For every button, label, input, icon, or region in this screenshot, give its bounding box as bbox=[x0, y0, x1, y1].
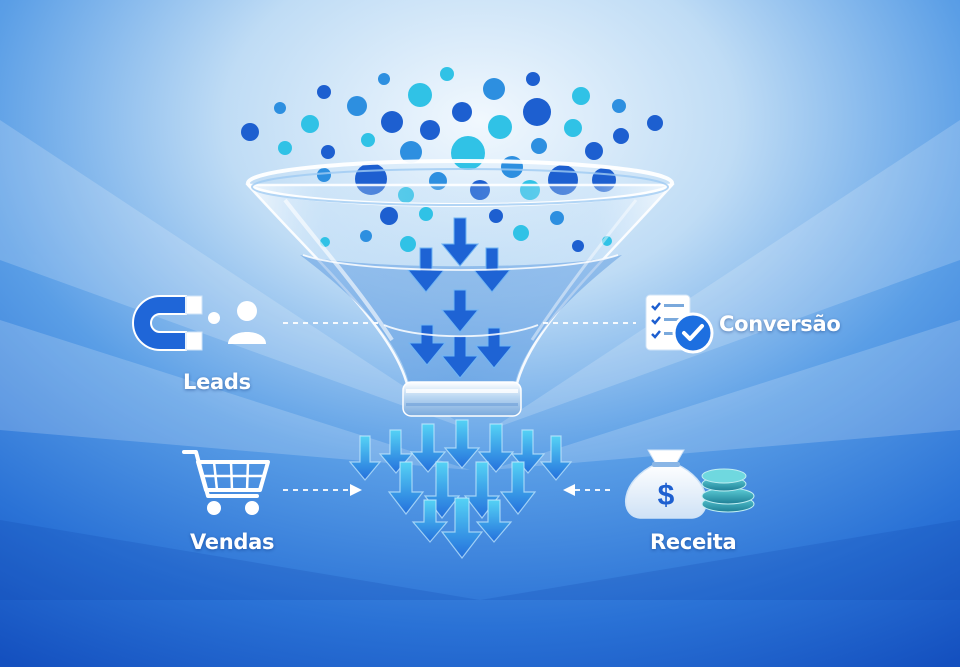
revenue-label: Receita bbox=[650, 530, 737, 554]
funnel-neck bbox=[402, 381, 522, 417]
check-circle-icon bbox=[672, 312, 714, 354]
shopping-cart-icon bbox=[182, 450, 270, 515]
leads-label: Leads bbox=[183, 370, 251, 394]
sales-label: Vendas bbox=[190, 530, 275, 554]
dollar-sign-icon: $ bbox=[658, 479, 675, 512]
output-arrows bbox=[348, 419, 573, 559]
background-rays bbox=[0, 120, 960, 600]
magnet-icon bbox=[132, 295, 203, 351]
funnel bbox=[245, 159, 675, 417]
dot-icon bbox=[208, 312, 220, 324]
conversion-label: Conversão bbox=[719, 312, 841, 336]
coin-stack-icon bbox=[701, 468, 755, 513]
connectors bbox=[283, 322, 636, 491]
user-icon bbox=[228, 301, 266, 344]
money-bag-icon bbox=[625, 449, 707, 519]
